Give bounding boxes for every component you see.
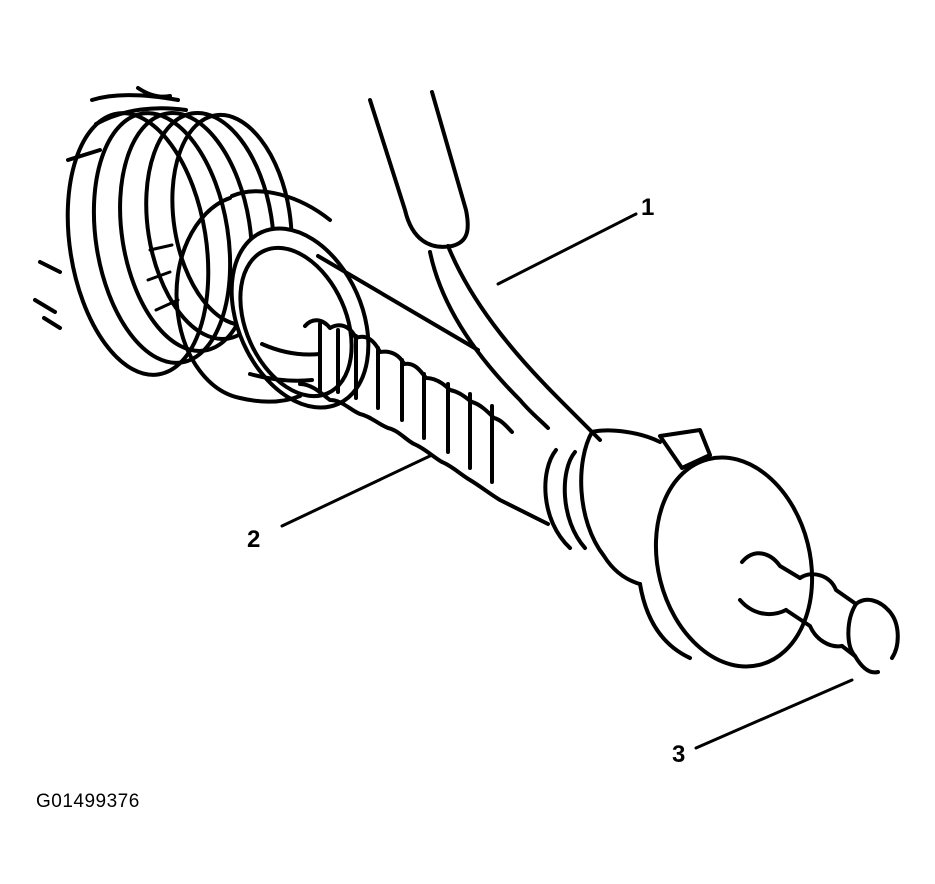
callout-1: 1 bbox=[641, 194, 655, 221]
leader-lines bbox=[280, 212, 854, 750]
inner-tie-rod bbox=[738, 551, 900, 675]
leader-line-2 bbox=[280, 453, 434, 528]
leader-line-3 bbox=[694, 678, 854, 750]
lock-collar bbox=[174, 189, 371, 410]
figure-id: G01499376 bbox=[36, 791, 140, 812]
pry-tool bbox=[368, 90, 602, 442]
callout-3: 3 bbox=[672, 741, 686, 768]
rack-bar bbox=[248, 254, 550, 526]
leader-line-1 bbox=[496, 212, 638, 286]
callout-2: 2 bbox=[247, 526, 261, 553]
tie-rod-socket bbox=[543, 428, 815, 669]
